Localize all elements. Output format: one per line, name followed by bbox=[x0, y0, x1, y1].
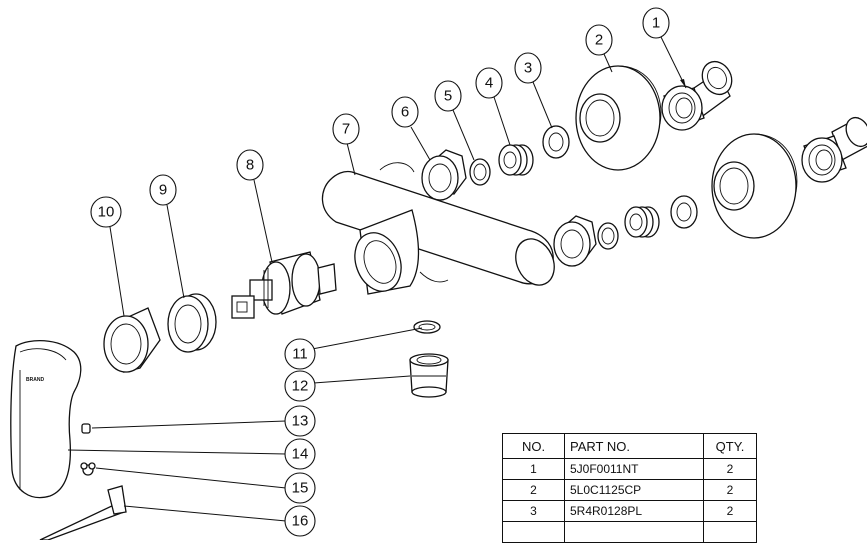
balloon-6-label: 6 bbox=[401, 104, 409, 121]
cell-qty: 2 bbox=[703, 500, 757, 522]
cell-part-no: 5R4R0128PL bbox=[564, 500, 704, 522]
header-qty: QTY. bbox=[703, 433, 757, 459]
cell-part-no bbox=[564, 521, 704, 543]
part-10-cover-sleeve bbox=[103, 307, 161, 373]
part-7-valve-body bbox=[321, 162, 555, 295]
header-no: NO. bbox=[502, 433, 565, 459]
part-15-screw bbox=[80, 462, 96, 476]
balloon-5: 5 bbox=[434, 80, 462, 112]
part-4-check-valve-upper bbox=[498, 144, 534, 176]
part-3-washer-lower bbox=[670, 195, 698, 229]
balloon-12-label: 12 bbox=[292, 378, 309, 395]
balloon-3-label: 3 bbox=[524, 60, 532, 77]
part-16-allen-key bbox=[39, 485, 127, 540]
part-9-cartridge-nut bbox=[167, 293, 217, 353]
cell-part-no: 5L0C1125CP bbox=[564, 479, 704, 501]
balloon-7-label: 7 bbox=[342, 121, 350, 138]
balloon-13: 13 bbox=[284, 405, 316, 437]
part-8-cartridge bbox=[231, 251, 337, 319]
part-1-eccentric-connector-lower bbox=[801, 116, 867, 183]
part-11-washer bbox=[413, 320, 441, 334]
balloon-8-label: 8 bbox=[246, 157, 254, 174]
part-4-check-valve-lower bbox=[624, 206, 660, 238]
balloon-11-label: 11 bbox=[292, 346, 308, 363]
header-part-no: PART NO. bbox=[564, 433, 704, 459]
balloon-11: 11 bbox=[284, 338, 316, 370]
balloon-13-label: 13 bbox=[292, 413, 309, 430]
part-6-hex-nut-lower bbox=[553, 215, 597, 267]
part-6-hex-nut-upper bbox=[421, 149, 467, 201]
cell-no bbox=[502, 521, 565, 543]
cell-qty: 2 bbox=[703, 458, 757, 480]
cell-no: 3 bbox=[502, 500, 565, 522]
balloon-5-label: 5 bbox=[444, 88, 452, 105]
balloon-4: 4 bbox=[475, 67, 503, 99]
lever-handle: BRAND bbox=[10, 339, 82, 499]
leader-lines bbox=[67, 36, 687, 522]
table-header-row: NO. PART NO. QTY. bbox=[502, 433, 757, 459]
part-5-o-ring-upper bbox=[469, 158, 491, 186]
part-3-washer-upper bbox=[542, 125, 570, 159]
balloon-10: 10 bbox=[90, 196, 122, 228]
part-1-eccentric-connector-upper bbox=[661, 60, 733, 131]
table-row bbox=[502, 521, 757, 543]
cell-qty bbox=[703, 521, 757, 543]
cell-part-no: 5J0F0011NT bbox=[564, 458, 704, 480]
balloon-8: 8 bbox=[236, 149, 264, 181]
cell-qty: 2 bbox=[703, 479, 757, 501]
balloon-7: 7 bbox=[332, 113, 360, 145]
cell-no: 2 bbox=[502, 479, 565, 501]
part-13-screw-cap bbox=[81, 423, 91, 434]
balloon-4-label: 4 bbox=[485, 75, 493, 92]
table-row: 1 5J0F0011NT 2 bbox=[502, 458, 757, 480]
part-12-aerator bbox=[409, 353, 449, 398]
part-5-o-ring-lower bbox=[597, 222, 619, 250]
balloon-3: 3 bbox=[514, 52, 542, 84]
balloon-1: 1 bbox=[642, 7, 670, 39]
balloon-1-label: 1 bbox=[652, 15, 660, 32]
cell-no: 1 bbox=[502, 458, 565, 480]
balloon-14-label: 14 bbox=[292, 446, 309, 463]
part-2-cover-plate-lower bbox=[711, 133, 798, 239]
table-row: 3 5R4R0128PL 2 bbox=[502, 500, 757, 522]
balloon-2: 2 bbox=[585, 24, 613, 56]
balloon-16: 16 bbox=[284, 505, 316, 537]
balloon-2-label: 2 bbox=[595, 32, 603, 49]
parts-list-table: NO. PART NO. QTY. 1 5J0F0011NT 2 2 5L0C1… bbox=[502, 433, 757, 543]
balloon-9: 9 bbox=[149, 174, 177, 206]
balloon-10-label: 10 bbox=[98, 204, 115, 221]
balloon-15: 15 bbox=[284, 472, 316, 504]
handle-brand-text: BRAND bbox=[26, 377, 44, 383]
balloon-9-label: 9 bbox=[159, 182, 167, 199]
balloon-14: 14 bbox=[284, 438, 316, 470]
balloon-6: 6 bbox=[391, 96, 419, 128]
table-row: 2 5L0C1125CP 2 bbox=[502, 479, 757, 501]
part-2-cover-plate-upper bbox=[575, 65, 662, 171]
balloon-12: 12 bbox=[284, 370, 316, 402]
balloon-15-label: 15 bbox=[292, 480, 309, 497]
balloon-16-label: 16 bbox=[292, 513, 309, 530]
